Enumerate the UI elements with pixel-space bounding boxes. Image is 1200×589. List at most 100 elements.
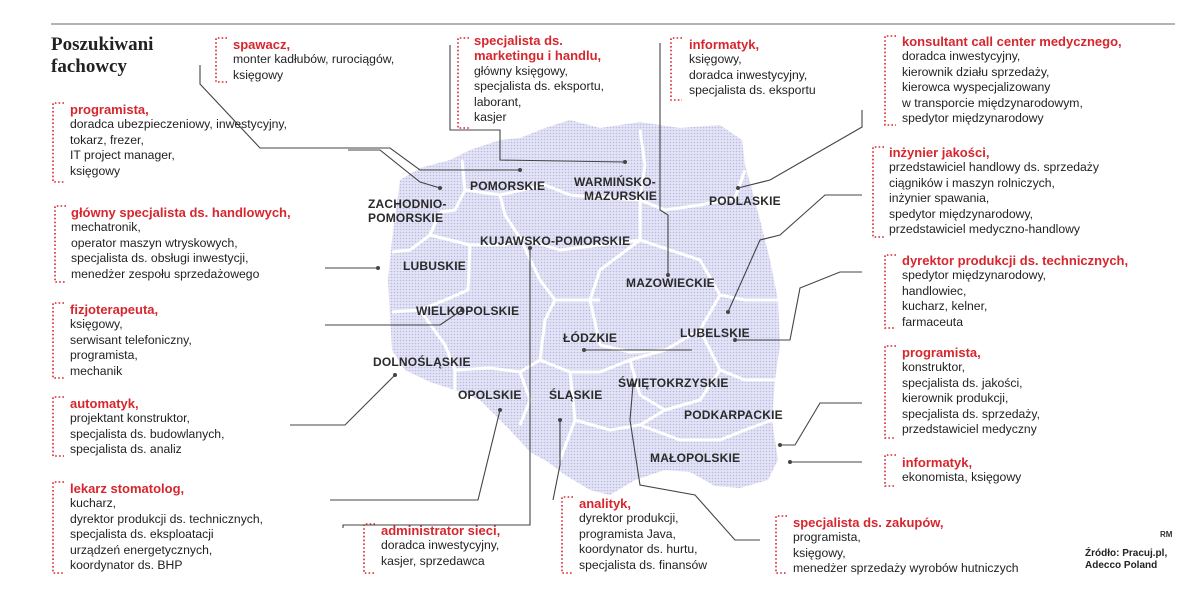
box-item: programista Java, (579, 526, 676, 541)
box-item: spedytor międzynarodowy, (902, 268, 1047, 283)
box-lekarz: lekarz stomatolog, kucharz, dyrektor pro… (70, 481, 263, 573)
box-item: kierownik działu sprzedaży, (902, 64, 1050, 79)
leader-lines (199, 43, 863, 541)
box-head: programista, (70, 102, 149, 117)
region-wielkopolskie: WIELKOPOLSKIE (416, 304, 520, 318)
box-item: specjalista ds. budowlanych, (70, 426, 225, 441)
box-item: księgowy, (793, 545, 846, 560)
box-item: menedżer sprzedaży wyrobów hutniczych (793, 561, 1019, 576)
region-kujawsko-pomorskie: KUJAWSKO-POMORSKIE (480, 234, 631, 248)
box-head: analityk, (579, 496, 632, 511)
region-lubelskie: LUBELSKIE (680, 326, 750, 340)
box-item: inżynier spawania, (889, 191, 990, 206)
poland-map (388, 120, 780, 495)
box-item: dyrektor produkcji, (579, 511, 679, 526)
box-item: tokarz, frezer, (70, 132, 144, 147)
box-item: IT project manager, (70, 148, 175, 163)
box-marketing: specjalista ds. marketingu i handlu, głó… (474, 33, 604, 125)
box-administrator: administrator sieci, doradca inwestycyjn… (381, 523, 500, 569)
box-item: główny księgowy, (474, 63, 568, 78)
box-item: księgowy (70, 163, 121, 178)
box-brackets (52, 35, 896, 574)
box-item: specjalista ds. eksportu, (474, 79, 605, 94)
region-dolnoslaskie: DOLNOŚLĄSKIE (373, 355, 471, 369)
box-item: programista, (793, 530, 861, 545)
region-opolskie: OPOLSKIE (458, 388, 522, 402)
box-item: specjalista ds. eksportu (689, 83, 816, 98)
box-item: monter kadłubów, rurociągów, (233, 52, 395, 67)
box-item: serwisant telefoniczny, (70, 332, 192, 347)
box-zakupy: specjalista ds. zakupów, programista, ks… (793, 515, 1019, 577)
box-head: automatyk, (70, 396, 139, 411)
box-item: przedstawiciel handlowy ds. sprzedaży (889, 160, 1099, 175)
region-malopolskie: MAŁOPOLSKIE (650, 451, 741, 465)
box-item: w transporcie międzynarodowym, (902, 95, 1083, 110)
box-item: księgowy (233, 67, 284, 82)
box-item: specjalista ds. obsługi inwestycji, (71, 251, 249, 266)
box-item: mechanik (70, 363, 123, 378)
box-item: konstruktor, (902, 360, 965, 375)
box-item: specjalista ds. eksploatacji (70, 527, 214, 542)
box-item: farmaceuta (902, 314, 963, 329)
box-item: doradca ubezpieczeniowy, inwestycyjny, (70, 117, 287, 132)
box-spawacz: spawacz, monter kadłubów, rurociągów, ks… (233, 37, 394, 83)
box-item: kierowca wyspecjalizowany (902, 80, 1051, 95)
box-item: kierownik produkcji, (902, 391, 1009, 406)
box-analityk: analityk, dyrektor produkcji, programist… (579, 496, 707, 573)
box-item: specjalista ds. finansów (579, 557, 708, 572)
box-head: konsultant call center medycznego, (902, 34, 1122, 49)
box-head: specjalista ds. zakupów, (793, 515, 944, 530)
box-item: koordynator ds. BHP (70, 558, 183, 573)
box-glowny-specjalista: główny specjalista ds. handlowych, mecha… (71, 205, 291, 282)
box-item: koordynator ds. hurtu, (579, 542, 698, 557)
box-item: ciągników i maszyn rolniczych, (889, 175, 1055, 190)
box-informatyk-right: informatyk, ekonomista, księgowy (902, 455, 1021, 486)
box-item: przedstawiciel medyczno-handlowy (889, 222, 1081, 237)
box-head: inżynier jakości, (889, 145, 990, 160)
region-slaskie: ŚLĄSKIE (549, 388, 603, 402)
box-item: przedstawiciel medyczny (902, 422, 1037, 437)
region-zachodniopomorskie-line-2: POMORSKIE (368, 211, 444, 225)
box-item: specjalista ds. analiz (70, 442, 182, 457)
source-line-1: Źródło: Pracuj.pl, (1085, 548, 1168, 559)
box-item: spedytor międzynarodowy (902, 111, 1044, 126)
author-credit: RM (1160, 530, 1173, 539)
region-podkarpackie: PODKARPACKIE (684, 408, 783, 422)
box-item: doradca inwestycyjny, (902, 49, 1021, 64)
box-item: spedytor międzynarodowy, (889, 206, 1034, 221)
box-item: doradca inwestycyjny, (381, 538, 500, 553)
box-item: mechatronik, (71, 220, 141, 235)
box-head: administrator sieci, (381, 523, 501, 538)
box-head: informatyk, (902, 455, 973, 470)
leader-dots (376, 160, 792, 464)
box-item: ekonomista, księgowy (902, 470, 1022, 485)
box-programista-top: programista, doradca ubezpieczeniowy, in… (70, 102, 287, 179)
box-item: handlowiec, (902, 283, 967, 298)
box-item: kucharz, kelner, (902, 299, 988, 314)
box-item: programista, (70, 348, 138, 363)
box-item: doradca inwestycyjny, (689, 67, 808, 82)
box-head: spawacz, (233, 37, 291, 52)
box-item: kasjer, sprzedawca (381, 553, 485, 568)
box-item: specjalista ds. jakości, (902, 375, 1023, 390)
box-head: fizjoterapeuta, (70, 302, 159, 317)
box-item: kucharz, (70, 496, 117, 511)
box-head: specjalista ds. (474, 33, 563, 48)
box-konsultant: konsultant call center medycznego, dorad… (902, 34, 1122, 126)
region-warminsko-line-1: WARMIŃSKO- (574, 175, 656, 189)
region-zachodniopomorskie: ZACHODNIO- POMORSKIE (368, 197, 447, 225)
box-head: lekarz stomatolog, (70, 481, 185, 496)
region-warminsko-line-2: MAZURSKIE (584, 189, 658, 203)
region-mazowieckie: MAZOWIECKIE (626, 276, 715, 290)
region-pomorskie: POMORSKIE (470, 179, 546, 193)
box-item: urządzeń energetycznych, (70, 542, 213, 557)
box-dyrektor: dyrektor produkcji ds. technicznych, spe… (902, 253, 1128, 330)
region-lubuskie: LUBUSKIE (403, 259, 466, 273)
box-head: informatyk, (689, 37, 760, 52)
box-item: księgowy, (689, 52, 742, 67)
box-head: główny specjalista ds. handlowych, (71, 205, 291, 220)
source-note: Źródło: Pracuj.pl, Adecco Poland (1085, 548, 1167, 572)
region-borders (391, 129, 778, 461)
box-informatyk-top: informatyk, księgowy, doradca inwestycyj… (689, 37, 816, 99)
